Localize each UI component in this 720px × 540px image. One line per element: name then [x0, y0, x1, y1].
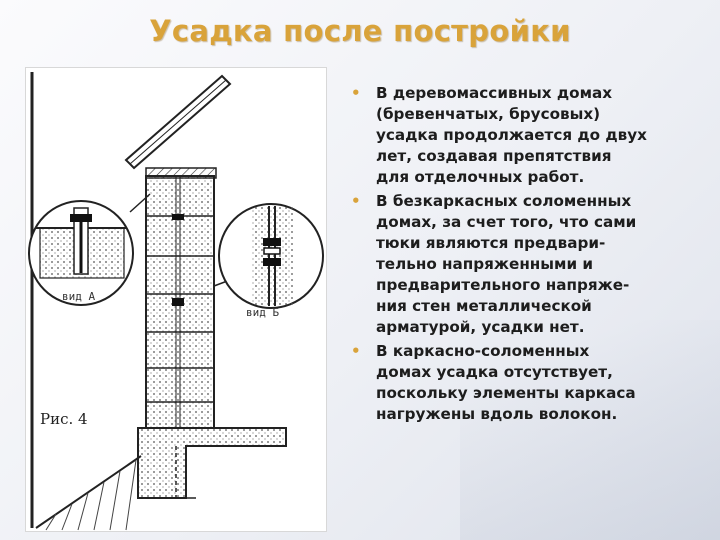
slide-title: Усадка после постройки: [149, 14, 571, 48]
detail-a-label: вид А: [62, 290, 95, 303]
wall-section-figure: вид А вид Б Рис. 4: [25, 67, 327, 532]
detail-a-circle: [28, 193, 151, 306]
bullet-item: • В каркасно-соломенных домах усадка отс…: [346, 341, 712, 425]
straw-bale-wall: [145, 175, 215, 429]
figure-caption: Рис. 4: [40, 410, 88, 428]
bullet-line: В деревомассивных домах: [376, 84, 613, 102]
bullet-line: В безкаркасных соломенных: [376, 192, 632, 210]
bullet-line: (бревенчатых, брусовых): [376, 105, 601, 123]
bullet-item: • В деревомассивных домах (бревенчатых, …: [346, 83, 712, 188]
bullet-line: арматурой, усадки нет.: [376, 318, 585, 336]
bullet-line: тельно напряженными и: [376, 255, 594, 273]
bullet-line: усадка продолжается до двух: [376, 126, 647, 144]
bullet-dot-icon: •: [351, 192, 361, 210]
bullet-list: • В деревомассивных домах (бревенчатых, …: [346, 83, 712, 428]
bullet-line: тюки являются предвари-: [376, 234, 606, 252]
bullet-line: В каркасно-соломенных: [376, 342, 590, 360]
bullet-item: • В безкаркасных соломенных домах, за сч…: [346, 191, 712, 338]
roof: [124, 74, 232, 179]
bullet-dot-icon: •: [351, 84, 361, 102]
detail-b-circle: [213, 203, 324, 309]
bullet-line: ния стен металлической: [376, 297, 592, 315]
ground-slope: [35, 455, 142, 531]
bullet-line: домах, за счет того, что сами: [376, 213, 637, 231]
bullet-line: для отделочных работ.: [376, 168, 585, 186]
bullet-line: домах усадка отсутствует,: [376, 363, 613, 381]
bullet-line: нагружены вдоль волокон.: [376, 405, 618, 423]
background-shade: [460, 320, 720, 540]
foundation: [137, 427, 287, 499]
wall-section-drawing: вид А вид Б Рис. 4: [28, 72, 324, 531]
bullet-line: поскольку элементы каркаса: [376, 384, 636, 402]
bullet-line: предварительного напряже-: [376, 276, 630, 294]
bullet-line: лет, создавая препятствия: [376, 147, 612, 165]
detail-b-label: вид Б: [246, 306, 279, 319]
bullet-dot-icon: •: [351, 342, 361, 360]
